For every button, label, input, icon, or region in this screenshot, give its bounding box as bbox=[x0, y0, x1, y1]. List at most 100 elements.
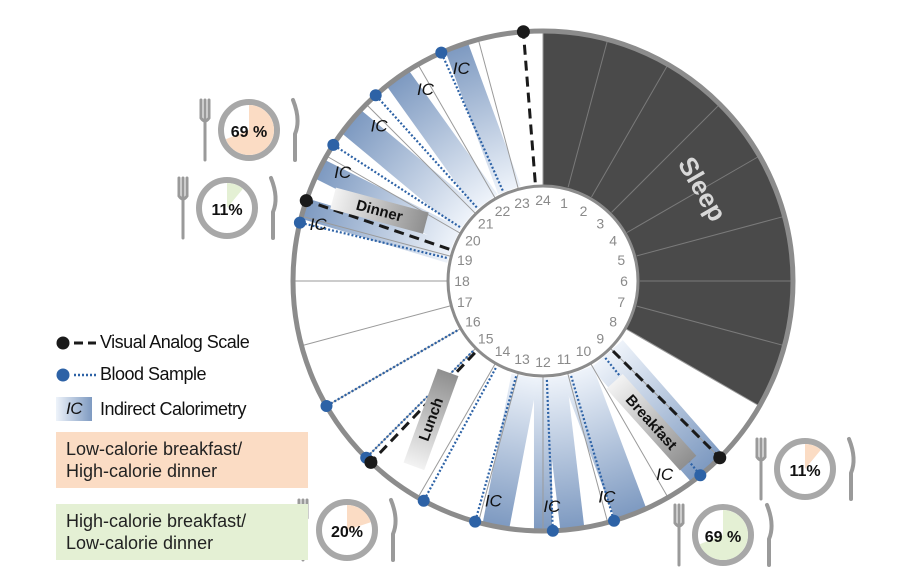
blood-sample-legend-icon bbox=[56, 368, 96, 381]
blood-sample-line bbox=[440, 52, 504, 192]
hour-number-3: 3 bbox=[596, 216, 604, 232]
sectors-layer bbox=[302, 31, 794, 529]
blood-sample-dot bbox=[327, 138, 340, 151]
hour-number-5: 5 bbox=[617, 252, 625, 268]
blood-sample-dot bbox=[320, 400, 333, 412]
clock-ring-layer bbox=[290, 28, 796, 534]
hour-divider bbox=[590, 363, 669, 498]
ic-label: IC bbox=[371, 116, 389, 135]
ic-label: IC bbox=[417, 80, 435, 99]
ic-legend-swatch: IC bbox=[56, 397, 92, 421]
blood-sample-dot bbox=[469, 515, 482, 528]
hour-divider bbox=[417, 363, 496, 498]
group-low-breakfast-legend: Low-calorie breakfast/ High-calorie dinn… bbox=[56, 432, 308, 488]
ic-label: IC bbox=[656, 465, 674, 484]
ic-label: IC bbox=[453, 59, 471, 78]
group-low-breakfast-line1: Low-calorie breakfast/ bbox=[66, 439, 243, 459]
meal-plate-breakfast-high-breakfast: 69 % bbox=[673, 503, 774, 567]
hour-divider bbox=[567, 372, 609, 523]
breakfast-marker-bar bbox=[606, 373, 697, 471]
blood-sample-line bbox=[545, 379, 554, 531]
vas-line bbox=[369, 351, 476, 464]
knife-icon bbox=[269, 176, 278, 240]
knife-icon bbox=[765, 503, 774, 567]
legend-vas: Visual Analog Scale bbox=[56, 332, 250, 353]
hour-divider bbox=[326, 155, 461, 234]
blood-sample-line bbox=[422, 367, 497, 502]
hour-divider bbox=[417, 64, 496, 199]
portion-pie-slice bbox=[699, 510, 748, 560]
meal-plate-dinner-low-breakfast: 69 % bbox=[199, 98, 300, 162]
hour-number-1: 1 bbox=[560, 195, 568, 211]
fork-icon bbox=[673, 503, 685, 567]
blood-sample-dot bbox=[369, 89, 382, 102]
ic-wedge bbox=[482, 373, 539, 528]
sleep-hour-divider bbox=[591, 65, 668, 198]
hour-number-4: 4 bbox=[609, 233, 617, 249]
ic-label: IC bbox=[334, 163, 352, 182]
meal-icons-layer: 69 %11%11%69 %20% bbox=[177, 98, 856, 567]
blood-sample-dot bbox=[608, 514, 621, 527]
ic-wedge-fill bbox=[387, 71, 498, 211]
vas-legend-label: Visual Analog Scale bbox=[100, 332, 250, 352]
blood-sample-dot bbox=[293, 216, 306, 229]
ic-wedge-fill bbox=[445, 44, 521, 195]
portion-pie-slice bbox=[227, 183, 243, 208]
sleep-period-sector bbox=[543, 31, 794, 406]
lunch-marker-bar bbox=[403, 368, 459, 471]
vas-legend-icon bbox=[56, 336, 96, 349]
blood-sample-line bbox=[374, 94, 478, 209]
ic-wedge bbox=[342, 110, 479, 231]
ic-label: IC bbox=[543, 497, 561, 516]
knife-icon bbox=[291, 98, 300, 162]
hour-number-9: 9 bbox=[596, 330, 604, 346]
portion-percent-label: 11% bbox=[211, 202, 242, 219]
vas-line bbox=[305, 199, 450, 251]
portion-percent-label: 69 % bbox=[231, 124, 267, 141]
hour-number-18: 18 bbox=[454, 273, 470, 289]
vas-dot bbox=[713, 451, 727, 465]
portion-percent-label: 11% bbox=[789, 463, 820, 480]
portion-percent-label: 69 % bbox=[705, 529, 741, 546]
hour-number-2: 2 bbox=[580, 203, 588, 219]
blood-sample-dot bbox=[546, 524, 559, 537]
hour-number-16: 16 bbox=[465, 314, 481, 330]
vas-line bbox=[611, 349, 721, 459]
hour-number-20: 20 bbox=[465, 233, 481, 249]
ic-wedge-fill bbox=[342, 110, 479, 231]
ic-wedge-fill bbox=[542, 375, 585, 529]
hour-number-22: 22 bbox=[495, 203, 511, 219]
ic-wedge bbox=[561, 365, 646, 519]
hour-number-21: 21 bbox=[478, 216, 494, 232]
hour-number-23: 23 bbox=[514, 195, 530, 211]
blood-sample-line bbox=[325, 329, 458, 407]
legend-blood: Blood Sample bbox=[56, 364, 207, 385]
ic-label: IC bbox=[310, 215, 328, 234]
portion-pie-slice bbox=[347, 505, 371, 530]
sleep-hour-divider bbox=[626, 156, 759, 233]
vas-dot bbox=[516, 25, 530, 39]
sleep-hour-divider bbox=[567, 41, 608, 188]
blood-sample-line bbox=[299, 221, 447, 259]
hour-number-11: 11 bbox=[557, 351, 572, 367]
portion-pie-slice bbox=[805, 444, 821, 469]
ic-wedge bbox=[542, 375, 585, 529]
blood-sample-legend-label: Blood Sample bbox=[100, 364, 207, 384]
meal-plate-dinner-high-breakfast: 11% bbox=[177, 176, 278, 240]
group-high-breakfast-line2: Low-calorie dinner bbox=[66, 533, 214, 553]
blood-sample-dot bbox=[417, 494, 430, 507]
sleep-hour-divider bbox=[636, 216, 783, 257]
ic-wedge-fill bbox=[561, 365, 646, 519]
dinner-marker-bar bbox=[330, 187, 429, 234]
sample-dots-layer bbox=[293, 25, 727, 537]
hour-number-24: 24 bbox=[535, 192, 551, 208]
ic-wedge bbox=[387, 71, 498, 211]
outer-ring bbox=[290, 28, 796, 534]
hour-divider bbox=[625, 328, 760, 407]
hour-number-17: 17 bbox=[457, 294, 473, 310]
hour-number-19: 19 bbox=[457, 252, 473, 268]
hour-divider bbox=[301, 305, 452, 347]
legend-ic: IC Indirect Calorimetry bbox=[56, 397, 247, 421]
